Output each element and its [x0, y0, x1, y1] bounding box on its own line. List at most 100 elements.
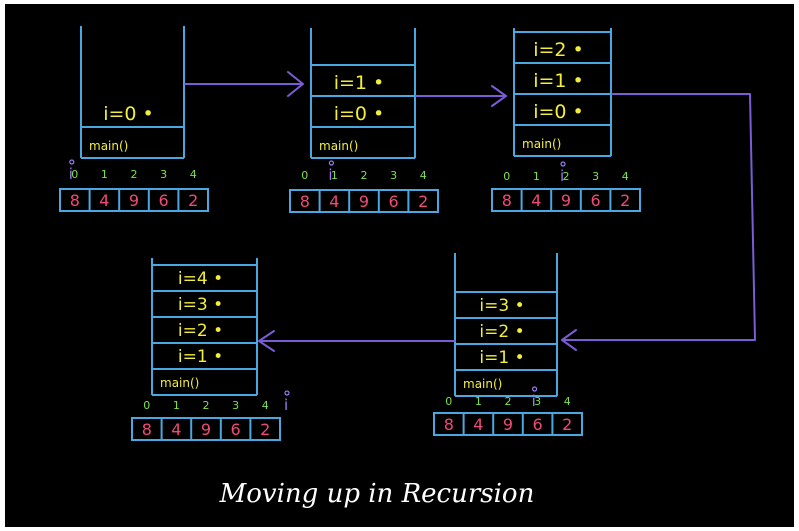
pointer-i-label: i — [328, 166, 332, 184]
stacks-layer: i=0 • main() i=1 • i=0 • main() i=2 • i=1 • i=0… — [80, 26, 612, 397]
stack-frame-label: i=0 • — [103, 103, 154, 125]
array-cell-value: 8 — [142, 420, 152, 439]
call-stack-step-2: i=1 • i=0 • main() — [310, 28, 416, 159]
pointer-i-label: i — [560, 167, 564, 185]
array-box — [491, 188, 641, 212]
stack-frame-label: i=1 • — [334, 72, 385, 94]
array-index-label: 0 — [143, 399, 150, 412]
array-cell-value: 6 — [533, 415, 543, 434]
array-cell-value: 9 — [561, 191, 571, 210]
array-cell-value: 9 — [201, 420, 211, 439]
array-index-label: 3 — [232, 399, 239, 412]
array-cell-value: 8 — [300, 192, 310, 211]
main-frame-label: main() — [319, 139, 358, 153]
array-index-label: 0 — [503, 170, 510, 183]
array-cell-value: 2 — [260, 420, 270, 439]
array-cell-value: 6 — [389, 192, 399, 211]
array-index-label: 1 — [475, 395, 482, 408]
call-stack-step-5: i=4 • i=3 • i=2 • i=1 • main() — [151, 258, 258, 396]
array-box — [59, 188, 209, 212]
arrow-step2-to-step3 — [415, 85, 507, 107]
pointer-i-label: i — [284, 396, 288, 414]
array-index-label: 2 — [131, 168, 138, 181]
arrow-step1-to-step2 — [184, 71, 304, 97]
array-cell-value: 9 — [129, 191, 139, 210]
array-index-label: 4 — [564, 395, 571, 408]
array-index-label: 2 — [505, 395, 512, 408]
array-index-label: 3 — [390, 169, 397, 182]
call-stack-step-4: i=3 • i=2 • i=1 • main() — [454, 253, 558, 397]
array-cell-value: 9 — [503, 415, 513, 434]
array-index-label: 1 — [533, 170, 540, 183]
stack-frame-label: i=1 • — [479, 348, 524, 368]
array-cell-value: 4 — [329, 192, 339, 211]
pointer-dot — [531, 386, 538, 392]
stack-frame-label: i=0 • — [533, 101, 584, 123]
array-index-label: 3 — [534, 395, 541, 408]
call-stack-step-3: i=2 • i=1 • i=0 • main() — [513, 28, 612, 157]
main-frame-label: main() — [160, 376, 199, 390]
array-cell-value: 2 — [418, 192, 428, 211]
main-frame-label: main() — [463, 377, 502, 391]
array-cell-value: 4 — [171, 420, 181, 439]
array-index-label: 1 — [331, 169, 338, 182]
array-index-label: 2 — [563, 170, 570, 183]
pointer-i-label: i — [532, 392, 536, 410]
stack-frame-label: i=1 • — [178, 347, 223, 367]
array-index-label: 0 — [301, 169, 308, 182]
stack-frame-label: i=2 • — [178, 321, 223, 341]
pointer-dot — [284, 390, 290, 396]
array-index-label: 4 — [262, 399, 269, 412]
array-index-label: 3 — [592, 170, 599, 183]
stack-frame-label: i=0 • — [334, 103, 385, 125]
array-cell-value: 6 — [231, 420, 241, 439]
array-cell-value: 6 — [591, 191, 601, 210]
array-box — [433, 412, 583, 436]
array-index-label: 2 — [361, 169, 368, 182]
stack-frame-label: i=2 • — [533, 39, 584, 61]
array-index-label: 3 — [160, 168, 167, 181]
main-frame-label: main() — [522, 137, 561, 151]
array-cell-value: 2 — [620, 191, 630, 210]
array-cell-value: 2 — [188, 191, 198, 210]
pointer-dot — [328, 160, 334, 166]
array-index-label: 4 — [622, 170, 629, 183]
pointer-dot — [560, 161, 566, 167]
array-cell-value: 6 — [159, 191, 169, 210]
array-cell-value: 4 — [473, 415, 483, 434]
stack-frame-label: i=3 • — [178, 295, 223, 315]
array-cell-value: 9 — [359, 192, 369, 211]
stack-frame-label: i=3 • — [479, 296, 524, 316]
stack-frame-label: i=2 • — [479, 322, 524, 342]
array-index-label: 4 — [190, 168, 197, 181]
main-frame-label: main() — [89, 139, 128, 153]
array-cell-value: 2 — [562, 415, 572, 434]
pointer-dot — [69, 159, 75, 165]
array-index-label: 0 — [445, 395, 452, 408]
call-stack-step-1: i=0 • main() — [80, 26, 185, 159]
stack-frame-label: i=1 • — [533, 70, 584, 92]
caption-text: Moving up in Recursion — [219, 479, 535, 509]
pointer-i-label: i — [69, 165, 73, 183]
array-index-label: 2 — [203, 399, 210, 412]
flow-arrows — [184, 71, 756, 352]
array-cell-value: 8 — [444, 415, 454, 434]
arrow-step3-to-step4 — [561, 93, 756, 351]
array-box — [289, 189, 439, 213]
array-index-label: 1 — [173, 399, 180, 412]
array-cell-value: 4 — [99, 191, 109, 210]
array-index-label: 1 — [101, 168, 108, 181]
array-cell-value: 4 — [531, 191, 541, 210]
array-index-label: 4 — [420, 169, 427, 182]
array-cell-value: 8 — [502, 191, 512, 210]
stack-frame-label: i=4 • — [178, 269, 223, 289]
arrow-step4-to-step5 — [258, 330, 456, 352]
